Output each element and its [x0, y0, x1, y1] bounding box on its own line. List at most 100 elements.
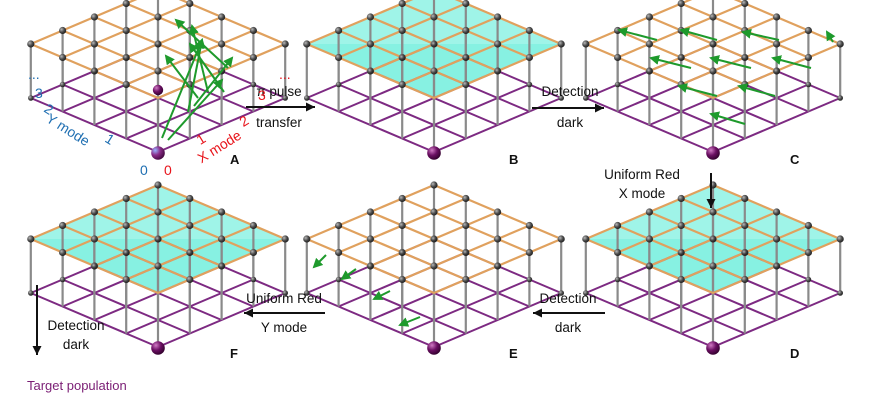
lattice-node: [154, 208, 162, 216]
green-arrow: [677, 83, 718, 97]
lattice-node: [187, 249, 193, 256]
lattice-node: [678, 249, 684, 256]
green-arrow: [372, 290, 391, 300]
ground-state-ball: [427, 146, 441, 160]
lattice-node: [366, 13, 374, 21]
ground-state-ball: [427, 341, 441, 355]
lattice-node: [250, 276, 257, 283]
lattice-node: [90, 40, 98, 48]
green-arrow: [174, 18, 229, 69]
excited-state-ball: [152, 84, 164, 96]
lattice-node: [186, 275, 194, 284]
lattice-node: [773, 13, 781, 21]
x-tick-0: 0: [164, 162, 172, 178]
lattice-node: [741, 194, 749, 203]
lattice-node: [282, 95, 289, 101]
lattice-panel-b: [303, 0, 565, 160]
lattice-node: [122, 275, 130, 284]
lattice-node: [335, 53, 343, 62]
lattice-node: [304, 290, 310, 296]
ground-state-ball: [706, 146, 720, 160]
lattice-node: [431, 41, 437, 47]
lattice-node: [709, 262, 717, 270]
lattice-node: [525, 26, 534, 35]
lattice-node: [646, 68, 653, 74]
lattice-node: [462, 0, 470, 8]
lattice-node: [218, 235, 226, 243]
lattice-node: [494, 235, 502, 243]
lattice-node: [526, 81, 533, 88]
lattice-node: [250, 81, 257, 88]
lattice-node: [494, 40, 502, 48]
lattice-node: [773, 263, 780, 269]
arrow-pi-pulse-head: [306, 102, 315, 112]
lattice-node: [494, 68, 501, 74]
lattice-node: [614, 221, 622, 230]
lattice-node: [398, 221, 406, 230]
lattice-node: [463, 54, 469, 61]
lattice-node: [28, 290, 34, 296]
lattice-node: [123, 54, 129, 61]
lattice-node: [494, 208, 502, 216]
lattice-node: [335, 248, 343, 257]
lattice-node: [709, 208, 717, 216]
lattice-node: [431, 236, 437, 242]
lattice-node: [836, 235, 844, 243]
panel-letter-c: C: [790, 152, 800, 167]
lattice-node: [805, 81, 812, 88]
lattice-node: [837, 95, 843, 101]
lattice-node: [677, 275, 685, 284]
green-arrow: [741, 28, 780, 41]
lattice-node: [91, 68, 98, 74]
lattice-node: [558, 290, 564, 296]
lattice-node: [462, 194, 470, 203]
ground-state-ball: [706, 341, 720, 355]
lattice-node: [741, 221, 749, 230]
lattice-node: [186, 221, 194, 230]
lattice-node: [90, 235, 98, 243]
panel-letter-f: F: [230, 346, 238, 361]
green-arrow: [167, 78, 224, 141]
green-arrow: [737, 83, 776, 97]
step-detection1-line1: Detection: [541, 84, 599, 99]
lattice-node: [678, 54, 684, 61]
lattice-node: [155, 236, 161, 242]
lattice-node: [462, 275, 470, 284]
lattice-node: [677, 221, 685, 230]
lattice-node: [303, 235, 311, 243]
lattice-node: [91, 263, 98, 269]
lattice-node: [804, 26, 813, 35]
lattice-node: [741, 275, 749, 284]
lattice-node: [335, 26, 343, 35]
lattice-node: [463, 249, 469, 256]
lattice-node: [154, 262, 162, 270]
lattice-node: [218, 40, 226, 48]
green-arrow: [189, 24, 209, 93]
lattice-node: [154, 181, 162, 189]
lattice-node: [525, 53, 534, 62]
panel-letter-b: B: [509, 152, 519, 167]
lattice-node: [677, 0, 685, 8]
lattice-node: [710, 41, 716, 47]
step-detection3-line1: Detection: [47, 318, 105, 333]
lattice-node: [741, 0, 749, 8]
lattice-panel-a: [27, 0, 289, 160]
lattice-node: [804, 248, 813, 257]
lattice-node: [304, 95, 310, 101]
lattice-node: [281, 40, 289, 48]
lattice-node: [805, 276, 812, 283]
step-detection2-line1: Detection: [539, 291, 597, 306]
green-arrow: [187, 38, 206, 113]
green-arrow: [188, 42, 225, 93]
lattice-node: [90, 13, 98, 21]
lattice-node: [249, 248, 257, 257]
lattice-node: [122, 26, 130, 35]
green-arrow: [161, 38, 204, 139]
arrow-detection2-head: [533, 308, 542, 318]
lattice-node: [303, 40, 311, 48]
green-arrow: [398, 316, 421, 327]
x-tick-3: 3: [258, 87, 266, 103]
lattice-node: [837, 290, 843, 296]
